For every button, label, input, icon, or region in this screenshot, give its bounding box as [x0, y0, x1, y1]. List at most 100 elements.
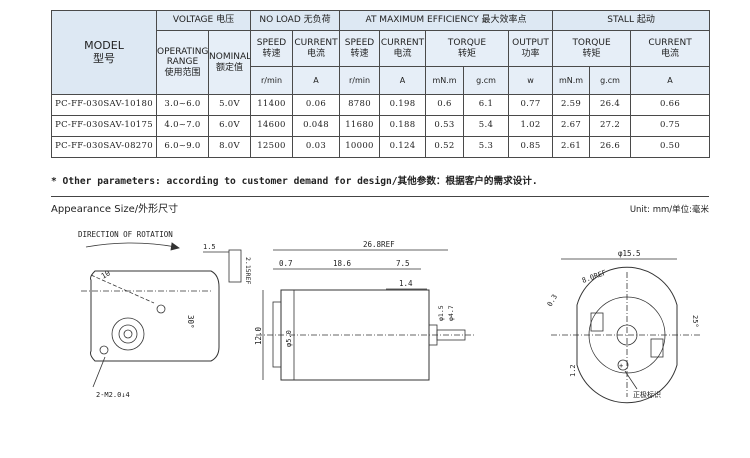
- holes-leader: [92, 356, 106, 388]
- unit-me-torque-mnm: mN.m: [425, 66, 464, 95]
- polarity-leader: [624, 370, 638, 390]
- brush-terminal-left: [590, 312, 604, 332]
- no-load-group-header: NO LOAD 无负荷: [250, 10, 340, 31]
- nominal-label-cn: 额定值: [215, 62, 243, 73]
- model-label: MODEL: [84, 38, 124, 52]
- unit-st-torque-gcm: g.cm: [589, 66, 632, 95]
- operating-range-header: OPERATING RANGE 使用范围: [156, 30, 209, 95]
- unit-note: Unit: mm/单位:毫米: [629, 205, 709, 215]
- dim-12: 12.0: [254, 326, 263, 345]
- me-speed-cell: 10000: [339, 136, 380, 158]
- mount-hole-left: [99, 345, 109, 355]
- dimension-drawing: DIRECTION OF ROTATION 10 30° 2-M2.0↓4: [51, 217, 709, 449]
- range-cell: 4.0~7.0: [156, 115, 209, 137]
- st-current-label-cn: 电流: [661, 48, 680, 59]
- model-cell: PC-FF-030SAV-08270: [51, 136, 157, 158]
- table-row: PC-FF-030SAV-08270 6.0~9.0 8.0V 12500 0.…: [51, 136, 711, 158]
- dim-phi15-5: φ15.5: [618, 249, 641, 258]
- front-bore: [118, 324, 138, 344]
- me-speed-label-cn: 转速: [350, 48, 369, 59]
- me-speed-cell: 11680: [339, 115, 380, 137]
- nl-current-label-cn: 电流: [306, 48, 325, 59]
- side-view: 1.5 2.15REF 26.8REF 0.7 18.6 7.5 1.4 12.…: [203, 240, 476, 381]
- nl-current-label: CURRENT: [294, 38, 338, 49]
- operating-range-label-cn: 使用范围: [164, 67, 201, 78]
- me-torque-gcm-cell: 5.3: [463, 136, 509, 158]
- nominal-cell: 6.0V: [208, 115, 251, 137]
- dim-2-15: 2.15REF: [244, 257, 252, 284]
- dim-1-4: 1.4: [399, 279, 413, 288]
- rotation-arrow: [85, 242, 177, 248]
- dim-phi5: φ5.0: [285, 330, 293, 347]
- dim-0-7: 0.7: [279, 259, 293, 268]
- unit-nl-current: A: [292, 66, 340, 95]
- dim-18-6: 18.6: [333, 259, 352, 268]
- hole-spacing-line: [90, 274, 155, 304]
- output-label-cn: 功率: [521, 48, 540, 59]
- drawing-svg: DIRECTION OF ROTATION 10 30° 2-M2.0↓4: [78, 230, 701, 404]
- me-current-cell: 0.124: [379, 136, 426, 158]
- me-current-label: CURRENT: [380, 38, 425, 49]
- st-current-cell: 0.50: [630, 136, 711, 158]
- unit-me-current: A: [379, 66, 426, 95]
- rear-view: φ15.5 8.0REF 0.3 25° + 1.2 正极标识: [546, 249, 701, 404]
- nl-current-cell: 0.03: [292, 136, 340, 158]
- dim-25deg: 25°: [691, 315, 699, 328]
- dim-phi4-7: φ4.7: [447, 305, 455, 321]
- output-cell: 0.77: [507, 94, 554, 116]
- me-speed-label: SPEED: [344, 38, 375, 49]
- me-torque-label-cn: 转矩: [457, 48, 476, 59]
- appearance-size-title: Appearance Size/外形尺寸: [51, 204, 179, 215]
- nominal-cell: 5.0V: [208, 94, 251, 116]
- me-torque-label: TORQUE: [447, 38, 487, 49]
- model-cell: PC-FF-030SAV-10180: [51, 94, 157, 116]
- section-divider: [51, 196, 709, 197]
- positive-mark: [617, 359, 629, 371]
- brush-terminal-right: [650, 338, 664, 358]
- st-torque-label-cn: 转矩: [582, 48, 601, 59]
- st-torque-mnm-cell: 2.59: [552, 94, 591, 116]
- table-row: PC-FF-030SAV-10180 3.0~6.0 5.0V 11400 0.…: [51, 94, 711, 116]
- range-cell: 6.0~9.0: [156, 136, 209, 158]
- front-view: DIRECTION OF ROTATION 10 30° 2-M2.0↓4: [78, 230, 220, 399]
- dim-26-8: 26.8REF: [363, 240, 395, 249]
- front-shaft: [123, 329, 133, 339]
- me-torque-mnm-cell: 0.52: [425, 136, 464, 158]
- spec-table: MODEL 型号 VOLTAGE 电压 NO LOAD 无负荷 AT MAXIM…: [51, 10, 711, 158]
- max-efficiency-group-header: AT MAXIMUM EFFICIENCY 最大效率点: [338, 10, 554, 31]
- me-current-label-cn: 电流: [393, 48, 412, 59]
- dim-10: 10: [100, 268, 113, 281]
- front-cap-outline: [90, 270, 220, 362]
- st-current-cell: 0.66: [630, 94, 711, 116]
- dim-30deg: 30°: [186, 315, 195, 329]
- nominal-cell: 8.0V: [208, 136, 251, 158]
- st-torque-gcm-cell: 26.4: [589, 94, 632, 116]
- front-boss: [111, 317, 145, 351]
- model-header: MODEL 型号: [51, 10, 157, 95]
- rear-cap-outline: [576, 266, 678, 404]
- range-cell: 3.0~6.0: [156, 94, 209, 116]
- nl-speed-cell: 11400: [250, 94, 293, 116]
- nl-speed-label: SPEED: [256, 38, 287, 49]
- output-cell: 0.85: [507, 136, 554, 158]
- me-torque-mnm-cell: 0.6: [425, 94, 464, 116]
- me-torque-mnm-cell: 0.53: [425, 115, 464, 137]
- nl-speed-cell: 12500: [250, 136, 293, 158]
- unit-output: w: [507, 66, 554, 95]
- unit-nl-speed: r/min: [250, 66, 293, 95]
- nominal-header: NOMINAL 额定值: [208, 30, 251, 95]
- model-label-cn: 型号: [93, 51, 115, 65]
- dim-1-5: 1.5: [203, 243, 216, 251]
- model-cell: PC-FF-030SAV-10175: [51, 115, 157, 137]
- output-cell: 1.02: [507, 115, 554, 137]
- rotation-arrowhead: [170, 242, 180, 251]
- me-current-cell: 0.198: [379, 94, 426, 116]
- unit-st-current: A: [630, 66, 711, 95]
- dim-phi1-5: φ1.5: [437, 305, 445, 321]
- nl-current-cell: 0.048: [292, 115, 340, 137]
- st-torque-gcm-cell: 27.2: [589, 115, 632, 137]
